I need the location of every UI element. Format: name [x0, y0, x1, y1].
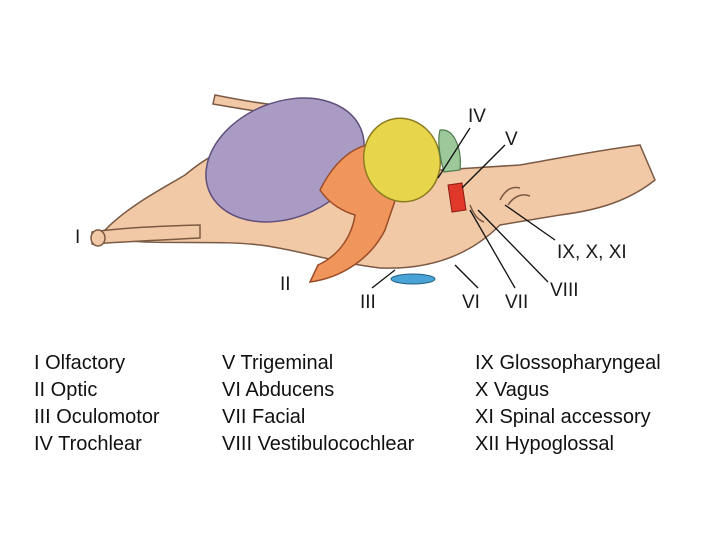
leader-lines: [371, 127, 556, 289]
legend-column-1: I Olfactory II Optic III Oculomotor IV T…: [34, 350, 160, 458]
legend-column-3: IX Glossopharyngeal X Vagus XI Spinal ac…: [475, 350, 661, 458]
label-V: V: [505, 129, 518, 150]
nerve-roots: [469, 186, 531, 223]
label-VII: VII: [505, 292, 528, 313]
olfactory-tract: [91, 224, 201, 245]
brain-diagram: I II III IV V VI VII VIII IX, X, XI: [75, 94, 656, 313]
legend-item: VIII Vestibulocochlear: [222, 433, 415, 455]
label-VI: VI: [462, 292, 480, 313]
label-II: II: [280, 274, 291, 295]
label-IV: IV: [468, 106, 486, 127]
trochlear-area: [438, 129, 461, 173]
cerebellum: [362, 117, 442, 203]
legend-item: XII Hypoglossal: [475, 433, 614, 455]
label-IX-X-XI: IX, X, XI: [557, 242, 627, 263]
label-III: III: [360, 292, 376, 313]
legend-item: VII Facial: [222, 406, 306, 428]
legend-item: VI Abducens: [222, 379, 335, 401]
label-VIII: VIII: [550, 280, 579, 301]
legend-item: X Vagus: [475, 379, 550, 401]
legend-item: II Optic: [34, 379, 98, 401]
legend-item: XI Spinal accessory: [475, 406, 651, 428]
legend-item: III Oculomotor: [34, 406, 160, 428]
cranial-nerve-legend: I Olfactory II Optic III Oculomotor IV T…: [0, 350, 720, 470]
legend-item: IX Glossopharyngeal: [475, 352, 661, 374]
trigeminal-nerve: [447, 182, 467, 213]
olfactory-bulb: [90, 229, 106, 247]
label-I: I: [75, 227, 80, 248]
legend-item: I Olfactory: [34, 352, 126, 374]
legend-item: V Trigeminal: [222, 352, 334, 374]
legend-column-2: V Trigeminal VI Abducens VII Facial VIII…: [222, 350, 414, 458]
legend-item: IV Trochlear: [34, 433, 142, 455]
oculomotor-nerve: [390, 273, 436, 285]
